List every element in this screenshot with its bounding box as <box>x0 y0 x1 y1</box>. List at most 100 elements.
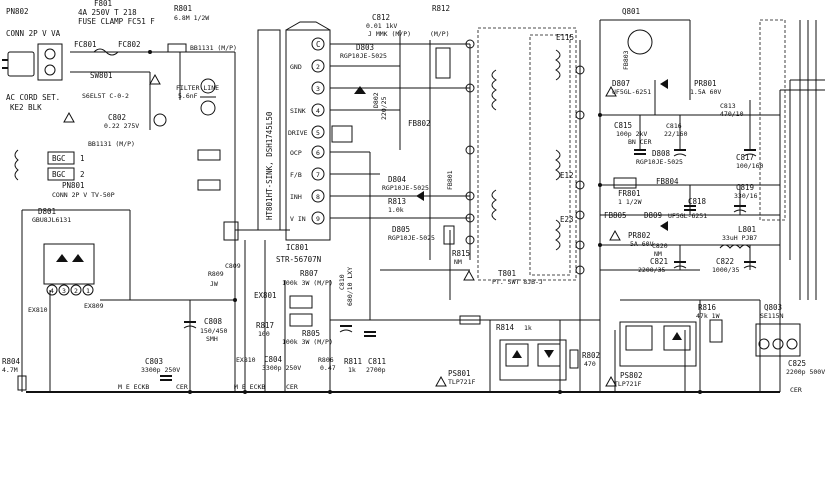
c813-value: 470/10 <box>720 110 744 118</box>
diode-d804 <box>416 191 424 201</box>
c825-value: 2200p 500V <box>786 368 825 376</box>
l801-label: L801 <box>738 225 756 234</box>
svg-text:FB801: FB801 <box>446 170 454 190</box>
c821-value: 2200/35 <box>638 266 665 274</box>
pin-fb-label: F/B <box>290 171 302 179</box>
c817-label: C817 <box>736 153 754 162</box>
c819-label: C819 <box>736 183 754 192</box>
resistor-r801 <box>167 43 187 53</box>
r817-label: R817 <box>256 321 274 330</box>
pin-num-7: 7 <box>316 171 320 179</box>
resistor-block-r812 <box>435 47 451 79</box>
optocoupler-ps802 <box>619 321 697 367</box>
fb801-label-rot: FB801 <box>446 170 454 190</box>
bridge-d801 <box>43 243 95 285</box>
bgc-box-1 <box>47 151 75 165</box>
r802-label: R802 <box>582 351 600 360</box>
r811-value: 1k <box>348 366 356 374</box>
c816-value: 22/160 <box>664 130 688 138</box>
filter-line-label: FILTER LINE <box>176 84 219 92</box>
q803-label: Q803 <box>764 303 782 312</box>
c822-value: 1000/35 <box>712 266 739 274</box>
resistor-fr801 <box>613 177 637 189</box>
d807-label: D807 <box>612 79 630 88</box>
bgc-label-1: BGC <box>52 154 66 163</box>
warning-triangle-icons <box>63 73 621 387</box>
c816-label: C816 <box>666 122 682 130</box>
d803-part: RGP10JE-5025 <box>340 52 387 60</box>
fr801-value: 1 1/2W <box>618 198 642 206</box>
optocoupler-ps801 <box>499 339 567 381</box>
ex810-bottom: EX810 <box>236 356 256 364</box>
resistor-r804 <box>17 375 27 391</box>
f801-label: F801 <box>94 0 112 8</box>
pn802-label: PN802 <box>6 7 29 16</box>
pn801-pin2: 2 <box>80 170 85 179</box>
r801-value: 6.8M 1/2W <box>174 14 209 22</box>
line-filter-coil <box>200 78 216 116</box>
pr802-label: PR802 <box>628 231 651 240</box>
d807-part: UF5GL-6251 <box>612 88 651 96</box>
fb802-label: FB802 <box>408 119 431 128</box>
fc802-label: FC802 <box>118 40 141 49</box>
s6e-label: S6EL5T C-0-2 <box>82 92 129 100</box>
pin-num-2: 2 <box>316 63 320 71</box>
r806-value: 0.47 <box>320 364 336 372</box>
coil-pn801 <box>14 149 19 181</box>
r812-value: (M/P) <box>430 30 450 38</box>
d805-label: D805 <box>392 225 410 234</box>
ac-cord-label: AC CORD SET. <box>6 93 60 102</box>
pn801-pin1: 1 <box>80 154 85 163</box>
cer-label-1: CER <box>176 383 188 391</box>
ps802-part: TLP721F <box>614 380 641 388</box>
inductor-l801 <box>719 244 751 249</box>
d803-label: D803 <box>356 43 374 52</box>
pin-inh-label: INH <box>290 193 302 201</box>
d808-label: D808 <box>652 149 671 158</box>
e23-label: E23 <box>560 215 574 224</box>
zener-block <box>331 125 353 143</box>
c812-value: 0.01 1kV <box>366 22 397 30</box>
svg-text:4: 4 <box>50 287 54 295</box>
pr801-value: 1.5A 60V <box>690 88 721 96</box>
ic801-body <box>285 21 331 241</box>
c820-value: NM <box>654 250 662 258</box>
fc801-label: FC801 <box>74 40 97 49</box>
sw801-label: SW801 <box>90 71 113 80</box>
ex810-label: EX810 <box>28 306 48 314</box>
bgc-box-2 <box>47 167 75 181</box>
c815-label: C815 <box>614 121 632 130</box>
c803-value: 3300p 250V <box>141 366 180 374</box>
svg-text:2: 2 <box>74 287 78 295</box>
pin-num-8: 8 <box>316 193 320 201</box>
transformer-frame <box>477 27 577 281</box>
q801-label: Q801 <box>622 7 640 16</box>
r809-label: R809 <box>208 270 224 278</box>
fuse-clamp-label: FUSE CLAMP FC51 F <box>78 17 155 26</box>
ic801-pins <box>311 37 325 225</box>
e12-label: E12 <box>560 171 574 180</box>
r815-value: NM <box>454 258 462 266</box>
d808-part: RGP10JE-5025 <box>636 158 683 166</box>
c808-label: C808 <box>204 317 223 326</box>
c810-labels: C810 680/10 LXY <box>338 267 354 306</box>
pin-vin-label: V IN <box>290 215 306 223</box>
svg-text:1: 1 <box>86 287 90 295</box>
pin-num-4: 4 <box>316 107 320 115</box>
diode-d809 <box>660 221 668 231</box>
l801-value: 33uH PJB7 <box>722 234 757 242</box>
r807-label: R807 <box>300 269 318 278</box>
fb805-label: FB805 <box>604 211 627 220</box>
ps801-label: PS801 <box>448 369 471 378</box>
c809-label: C809 <box>225 262 241 270</box>
r813-value: 1.0k <box>388 206 404 214</box>
pin-num-6: 6 <box>316 149 320 157</box>
c825-type: CER <box>790 386 802 394</box>
r811-label: R811 <box>344 357 362 366</box>
r805-label: R805 <box>302 329 320 338</box>
r816-label: R816 <box>698 303 717 312</box>
d801-part: GBU8JL6131 <box>32 216 71 224</box>
conn-tv-label: CONN 2P V TV-50P <box>52 191 115 199</box>
resistor-r806 <box>289 313 313 327</box>
